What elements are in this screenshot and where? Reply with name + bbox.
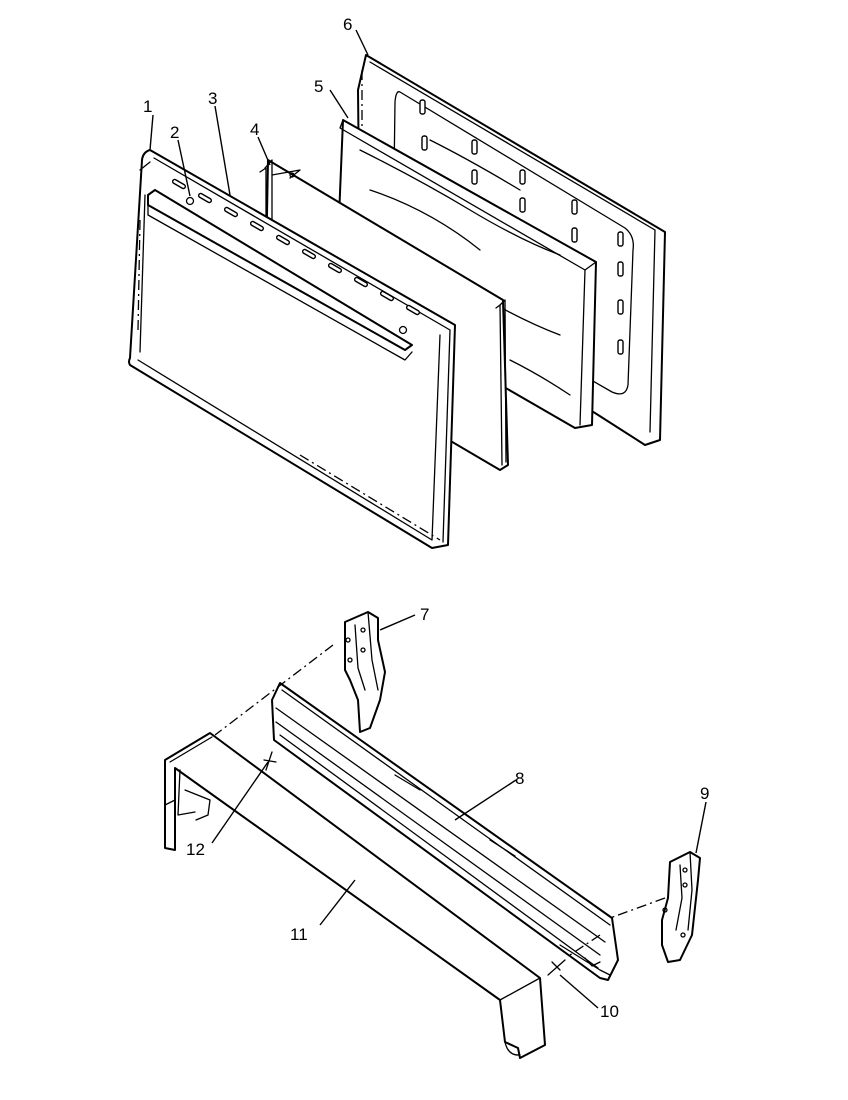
part-9-right-hinge — [661, 851, 701, 963]
door-screw-right — [398, 325, 408, 335]
callout-labels: 1 2 3 4 5 6 7 8 9 10 11 12 — [143, 15, 709, 1021]
part-7-left-hinge — [344, 611, 386, 733]
callout-2: 2 — [170, 123, 179, 142]
part-1-outer-door-panel — [128, 149, 456, 549]
alignment-lines — [214, 644, 666, 956]
callout-7: 7 — [420, 605, 429, 624]
liner-vent-slots — [419, 99, 624, 355]
callout-9: 9 — [700, 784, 709, 803]
part-12-screw — [263, 751, 277, 771]
door-screw-left — [185, 196, 195, 206]
top-vent-slots — [171, 178, 421, 316]
callout-12: 12 — [186, 840, 205, 859]
part-11-bottom-trim — [164, 732, 546, 1059]
callout-6: 6 — [343, 15, 352, 34]
callout-3: 3 — [208, 89, 217, 108]
callout-5: 5 — [314, 77, 323, 96]
callout-11: 11 — [290, 925, 308, 944]
callout-10: 10 — [600, 1002, 619, 1021]
part-10-screw — [547, 959, 566, 976]
callout-8: 8 — [515, 769, 524, 788]
part-8-bottom-channel — [271, 682, 619, 981]
callout-1: 1 — [143, 97, 152, 116]
leader-lines — [149, 29, 707, 1009]
callout-4: 4 — [250, 120, 259, 139]
